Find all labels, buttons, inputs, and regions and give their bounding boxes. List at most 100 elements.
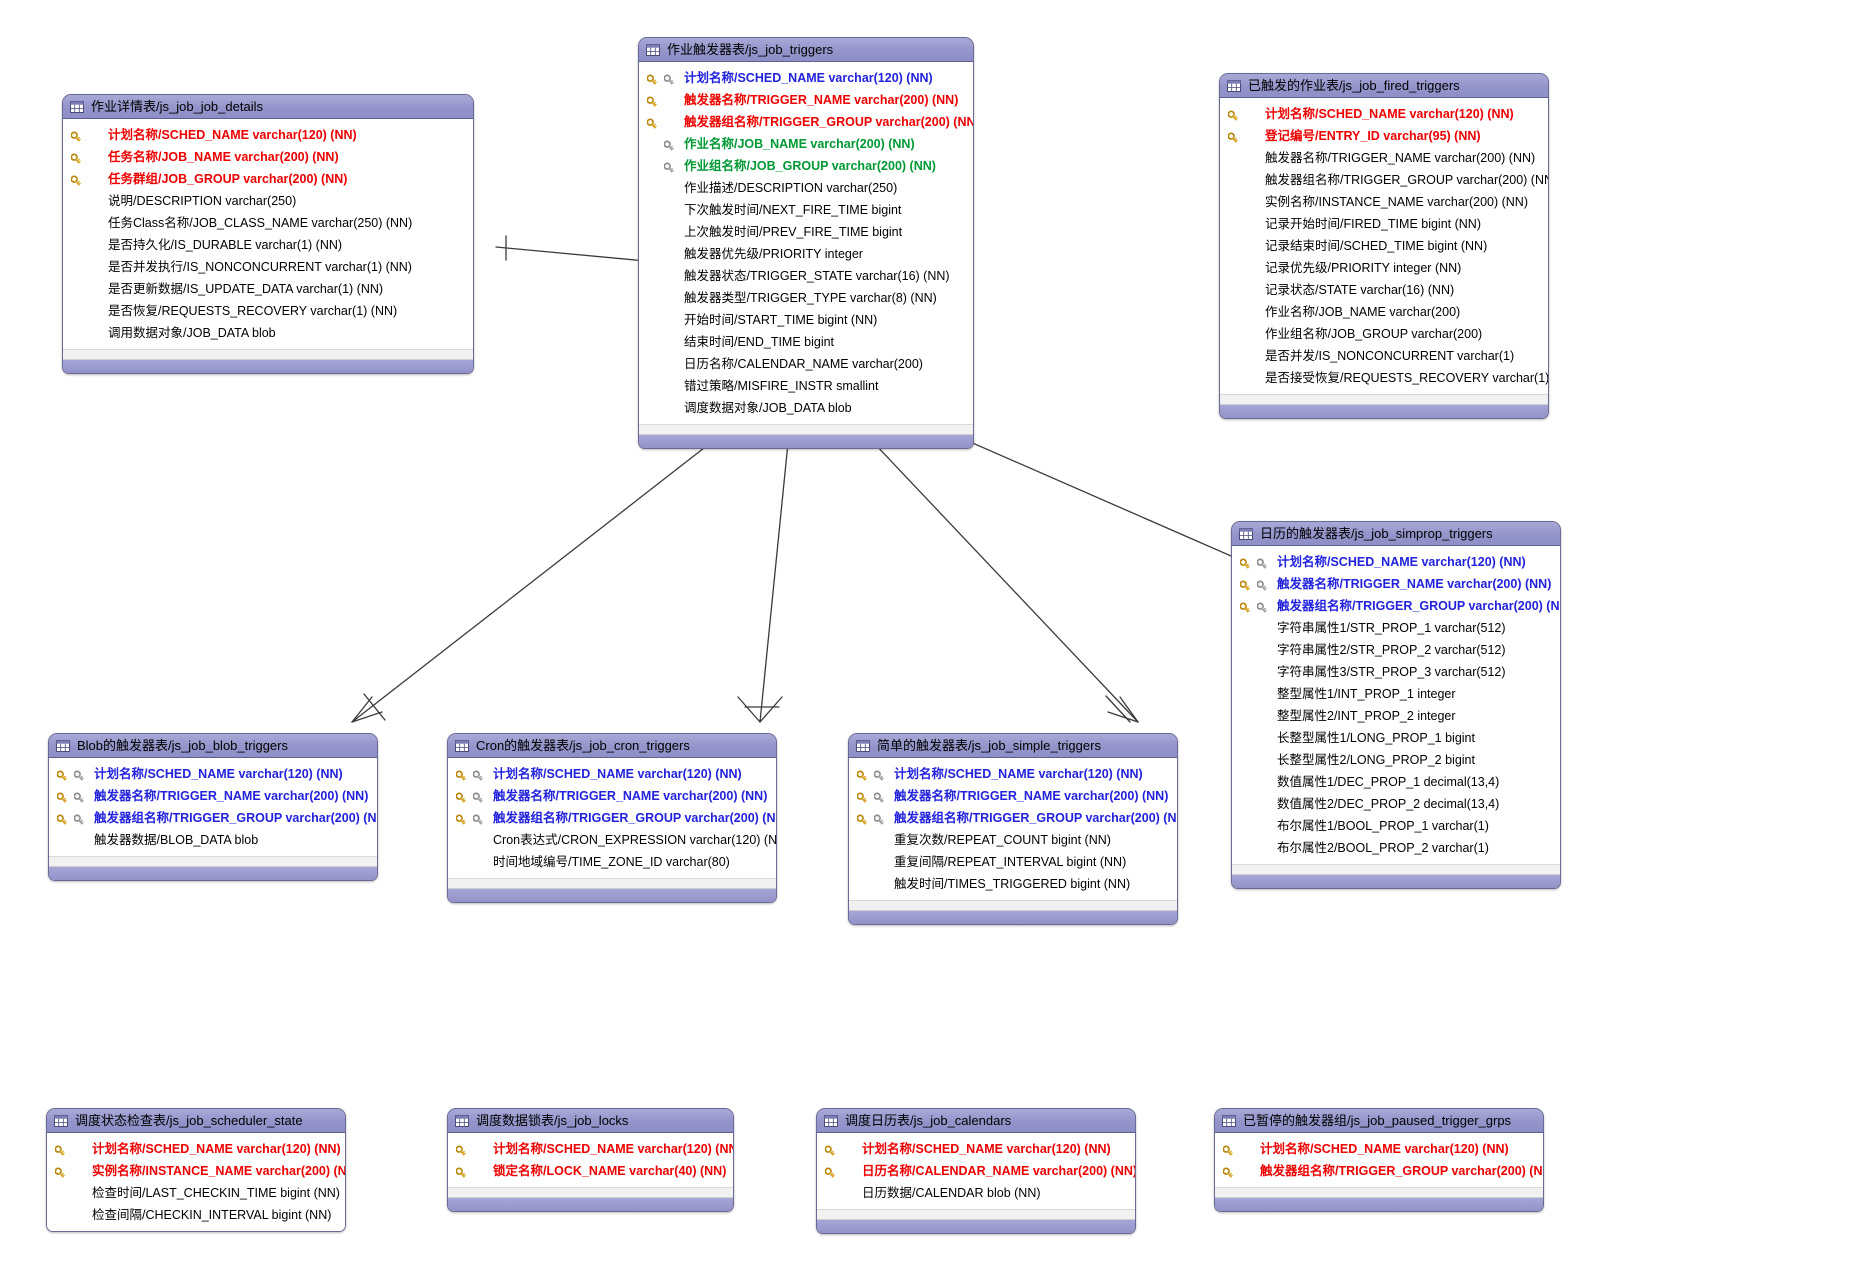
field-row[interactable]: 上次触发时间/PREV_FIRE_TIME bigint bbox=[639, 221, 973, 243]
field-row[interactable]: 记录开始时间/FIRED_TIME bigint (NN) bbox=[1220, 213, 1548, 235]
field-row[interactable]: 作业名称/JOB_NAME varchar(200) bbox=[1220, 301, 1548, 323]
entity-header-scheduler_state[interactable]: 调度状态检查表/js_job_scheduler_state bbox=[47, 1109, 345, 1133]
entity-calendars[interactable]: 调度日历表/js_job_calendars 计划名称/SCHED_NAME va… bbox=[816, 1108, 1136, 1234]
field-row[interactable]: 作业名称/JOB_NAME varchar(200) (NN) bbox=[639, 133, 973, 155]
field-row[interactable]: 数值属性1/DEC_PROP_1 decimal(13,4) bbox=[1232, 771, 1560, 793]
field-row[interactable]: 触发器状态/TRIGGER_STATE varchar(16) (NN) bbox=[639, 265, 973, 287]
field-row[interactable]: 触发器类型/TRIGGER_TYPE varchar(8) (NN) bbox=[639, 287, 973, 309]
field-row[interactable]: 整型属性2/INT_PROP_2 integer bbox=[1232, 705, 1560, 727]
entity-header-blob_triggers[interactable]: Blob的触发器表/js_job_blob_triggers bbox=[49, 734, 377, 758]
field-row[interactable]: 重复次数/REPEAT_COUNT bigint (NN) bbox=[849, 829, 1177, 851]
field-row[interactable]: 是否接受恢复/REQUESTS_RECOVERY varchar(1) bbox=[1220, 367, 1548, 389]
entity-locks[interactable]: 调度数据锁表/js_job_locks 计划名称/SCHED_NAME varch… bbox=[447, 1108, 734, 1212]
field-row[interactable]: 记录优先级/PRIORITY integer (NN) bbox=[1220, 257, 1548, 279]
field-row[interactable]: 是否更新数据/IS_UPDATE_DATA varchar(1) (NN) bbox=[63, 278, 473, 300]
field-row[interactable]: 任务Class名称/JOB_CLASS_NAME varchar(250) (N… bbox=[63, 212, 473, 234]
entity-simple_triggers[interactable]: 简单的触发器表/js_job_simple_triggers 计划名称/SCHED… bbox=[848, 733, 1178, 925]
field-row[interactable]: 任务名称/JOB_NAME varchar(200) (NN) bbox=[63, 146, 473, 168]
field-row[interactable]: 计划名称/SCHED_NAME varchar(120) (NN) bbox=[448, 1138, 733, 1160]
field-row[interactable]: 日历名称/CALENDAR_NAME varchar(200) (NN) bbox=[817, 1160, 1135, 1182]
entity-header-simprop_triggers[interactable]: 日历的触发器表/js_job_simprop_triggers bbox=[1232, 522, 1560, 546]
field-row[interactable]: 下次触发时间/NEXT_FIRE_TIME bigint bbox=[639, 199, 973, 221]
field-row[interactable]: 计划名称/SCHED_NAME varchar(120) (NN) bbox=[639, 67, 973, 89]
entity-header-cron_triggers[interactable]: Cron的触发器表/js_job_cron_triggers bbox=[448, 734, 776, 758]
field-row[interactable]: 计划名称/SCHED_NAME varchar(120) (NN) bbox=[448, 763, 776, 785]
field-row[interactable]: 触发器组名称/TRIGGER_GROUP varchar(200) (NN) bbox=[448, 807, 776, 829]
field-row[interactable]: 任务群组/JOB_GROUP varchar(200) (NN) bbox=[63, 168, 473, 190]
field-row[interactable]: 是否持久化/IS_DURABLE varchar(1) (NN) bbox=[63, 234, 473, 256]
entity-blob_triggers[interactable]: Blob的触发器表/js_job_blob_triggers 计划名称/SCHED… bbox=[48, 733, 378, 881]
field-row[interactable]: 日历数据/CALENDAR blob (NN) bbox=[817, 1182, 1135, 1204]
field-row[interactable]: 计划名称/SCHED_NAME varchar(120) (NN) bbox=[1232, 551, 1560, 573]
field-row[interactable]: 数值属性2/DEC_PROP_2 decimal(13,4) bbox=[1232, 793, 1560, 815]
field-row[interactable]: 调度数据对象/JOB_DATA blob bbox=[639, 397, 973, 419]
field-row[interactable]: 错过策略/MISFIRE_INSTR smallint bbox=[639, 375, 973, 397]
field-row[interactable]: 触发器数据/BLOB_DATA blob bbox=[49, 829, 377, 851]
field-row[interactable]: 计划名称/SCHED_NAME varchar(120) (NN) bbox=[1220, 103, 1548, 125]
entity-header-calendars[interactable]: 调度日历表/js_job_calendars bbox=[817, 1109, 1135, 1133]
field-row[interactable]: 锁定名称/LOCK_NAME varchar(40) (NN) bbox=[448, 1160, 733, 1182]
field-row[interactable]: 作业组名称/JOB_GROUP varchar(200) bbox=[1220, 323, 1548, 345]
field-row[interactable]: 记录状态/STATE varchar(16) (NN) bbox=[1220, 279, 1548, 301]
field-row[interactable]: 触发器名称/TRIGGER_NAME varchar(200) (NN) bbox=[49, 785, 377, 807]
field-row[interactable]: 字符串属性3/STR_PROP_3 varchar(512) bbox=[1232, 661, 1560, 683]
entity-job_triggers[interactable]: 作业触发器表/js_job_triggers 计划名称/SCHED_NAME va… bbox=[638, 37, 974, 449]
field-row[interactable]: 是否并发执行/IS_NONCONCURRENT varchar(1) (NN) bbox=[63, 256, 473, 278]
field-row[interactable]: 长整型属性1/LONG_PROP_1 bigint bbox=[1232, 727, 1560, 749]
entity-header-job_details[interactable]: 作业详情表/js_job_job_details bbox=[63, 95, 473, 119]
entity-header-job_triggers[interactable]: 作业触发器表/js_job_triggers bbox=[639, 38, 973, 62]
field-row[interactable]: 触发时间/TIMES_TRIGGERED bigint (NN) bbox=[849, 873, 1177, 895]
field-row[interactable]: 触发器名称/TRIGGER_NAME varchar(200) (NN) bbox=[639, 89, 973, 111]
field-row[interactable]: 触发器组名称/TRIGGER_GROUP varchar(200) (NN) bbox=[849, 807, 1177, 829]
field-row[interactable]: 触发器名称/TRIGGER_NAME varchar(200) (NN) bbox=[1220, 147, 1548, 169]
field-row[interactable]: 调用数据对象/JOB_DATA blob bbox=[63, 322, 473, 344]
field-row[interactable]: 记录结束时间/SCHED_TIME bigint (NN) bbox=[1220, 235, 1548, 257]
entity-header-simple_triggers[interactable]: 简单的触发器表/js_job_simple_triggers bbox=[849, 734, 1177, 758]
field-row[interactable]: 触发器组名称/TRIGGER_GROUP varchar(200) (NN) bbox=[639, 111, 973, 133]
field-row[interactable]: 登记编号/ENTRY_ID varchar(95) (NN) bbox=[1220, 125, 1548, 147]
field-row[interactable]: 计划名称/SCHED_NAME varchar(120) (NN) bbox=[817, 1138, 1135, 1160]
field-row[interactable]: 触发器组名称/TRIGGER_GROUP varchar(200) (NN) bbox=[1220, 169, 1548, 191]
field-row[interactable]: 时间地域编号/TIME_ZONE_ID varchar(80) bbox=[448, 851, 776, 873]
field-row[interactable]: 结束时间/END_TIME bigint bbox=[639, 331, 973, 353]
field-row[interactable]: 计划名称/SCHED_NAME varchar(120) (NN) bbox=[1215, 1138, 1543, 1160]
field-row[interactable]: 计划名称/SCHED_NAME varchar(120) (NN) bbox=[63, 124, 473, 146]
field-row[interactable]: 日历名称/CALENDAR_NAME varchar(200) bbox=[639, 353, 973, 375]
field-row[interactable]: 整型属性1/INT_PROP_1 integer bbox=[1232, 683, 1560, 705]
entity-header-locks[interactable]: 调度数据锁表/js_job_locks bbox=[448, 1109, 733, 1133]
entity-fired_triggers[interactable]: 已触发的作业表/js_job_fired_triggers 计划名称/SCHED_… bbox=[1219, 73, 1549, 419]
field-row[interactable]: 是否恢复/REQUESTS_RECOVERY varchar(1) (NN) bbox=[63, 300, 473, 322]
entity-paused_trigger_grps[interactable]: 已暂停的触发器组/js_job_paused_trigger_grps 计划名称/… bbox=[1214, 1108, 1544, 1212]
entity-header-paused_trigger_grps[interactable]: 已暂停的触发器组/js_job_paused_trigger_grps bbox=[1215, 1109, 1543, 1133]
field-row[interactable]: 开始时间/START_TIME bigint (NN) bbox=[639, 309, 973, 331]
field-row[interactable]: 是否并发/IS_NONCONCURRENT varchar(1) bbox=[1220, 345, 1548, 367]
field-row[interactable]: 说明/DESCRIPTION varchar(250) bbox=[63, 190, 473, 212]
field-row[interactable]: 检查间隔/CHECKIN_INTERVAL bigint (NN) bbox=[47, 1204, 345, 1226]
field-row[interactable]: 触发器名称/TRIGGER_NAME varchar(200) (NN) bbox=[849, 785, 1177, 807]
field-row[interactable]: 触发器名称/TRIGGER_NAME varchar(200) (NN) bbox=[448, 785, 776, 807]
field-row[interactable]: 字符串属性2/STR_PROP_2 varchar(512) bbox=[1232, 639, 1560, 661]
entity-job_details[interactable]: 作业详情表/js_job_job_details 计划名称/SCHED_NAME … bbox=[62, 94, 474, 374]
field-row[interactable]: 触发器名称/TRIGGER_NAME varchar(200) (NN) bbox=[1232, 573, 1560, 595]
field-row[interactable]: 触发器组名称/TRIGGER_GROUP varchar(200) (NN) bbox=[1215, 1160, 1543, 1182]
entity-cron_triggers[interactable]: Cron的触发器表/js_job_cron_triggers 计划名称/SCHED… bbox=[447, 733, 777, 903]
field-row[interactable]: 计划名称/SCHED_NAME varchar(120) (NN) bbox=[49, 763, 377, 785]
field-row[interactable]: 触发器组名称/TRIGGER_GROUP varchar(200) (NN) bbox=[1232, 595, 1560, 617]
field-row[interactable]: 作业组名称/JOB_GROUP varchar(200) (NN) bbox=[639, 155, 973, 177]
entity-header-fired_triggers[interactable]: 已触发的作业表/js_job_fired_triggers bbox=[1220, 74, 1548, 98]
field-row[interactable]: 长整型属性2/LONG_PROP_2 bigint bbox=[1232, 749, 1560, 771]
field-row[interactable]: 作业描述/DESCRIPTION varchar(250) bbox=[639, 177, 973, 199]
field-row[interactable]: 实例名称/INSTANCE_NAME varchar(200) (NN) bbox=[1220, 191, 1548, 213]
field-row[interactable]: 检查时间/LAST_CHECKIN_TIME bigint (NN) bbox=[47, 1182, 345, 1204]
field-row[interactable]: 布尔属性2/BOOL_PROP_2 varchar(1) bbox=[1232, 837, 1560, 859]
field-row[interactable]: 字符串属性1/STR_PROP_1 varchar(512) bbox=[1232, 617, 1560, 639]
field-row[interactable]: 触发器组名称/TRIGGER_GROUP varchar(200) (NN) bbox=[49, 807, 377, 829]
field-row[interactable]: 布尔属性1/BOOL_PROP_1 varchar(1) bbox=[1232, 815, 1560, 837]
field-row[interactable]: 触发器优先级/PRIORITY integer bbox=[639, 243, 973, 265]
field-row[interactable]: Cron表达式/CRON_EXPRESSION varchar(120) (NN… bbox=[448, 829, 776, 851]
field-row[interactable]: 实例名称/INSTANCE_NAME varchar(200) (NN) bbox=[47, 1160, 345, 1182]
entity-simprop_triggers[interactable]: 日历的触发器表/js_job_simprop_triggers 计划名称/SCHE… bbox=[1231, 521, 1561, 889]
field-row[interactable]: 计划名称/SCHED_NAME varchar(120) (NN) bbox=[849, 763, 1177, 785]
field-row[interactable]: 重复间隔/REPEAT_INTERVAL bigint (NN) bbox=[849, 851, 1177, 873]
